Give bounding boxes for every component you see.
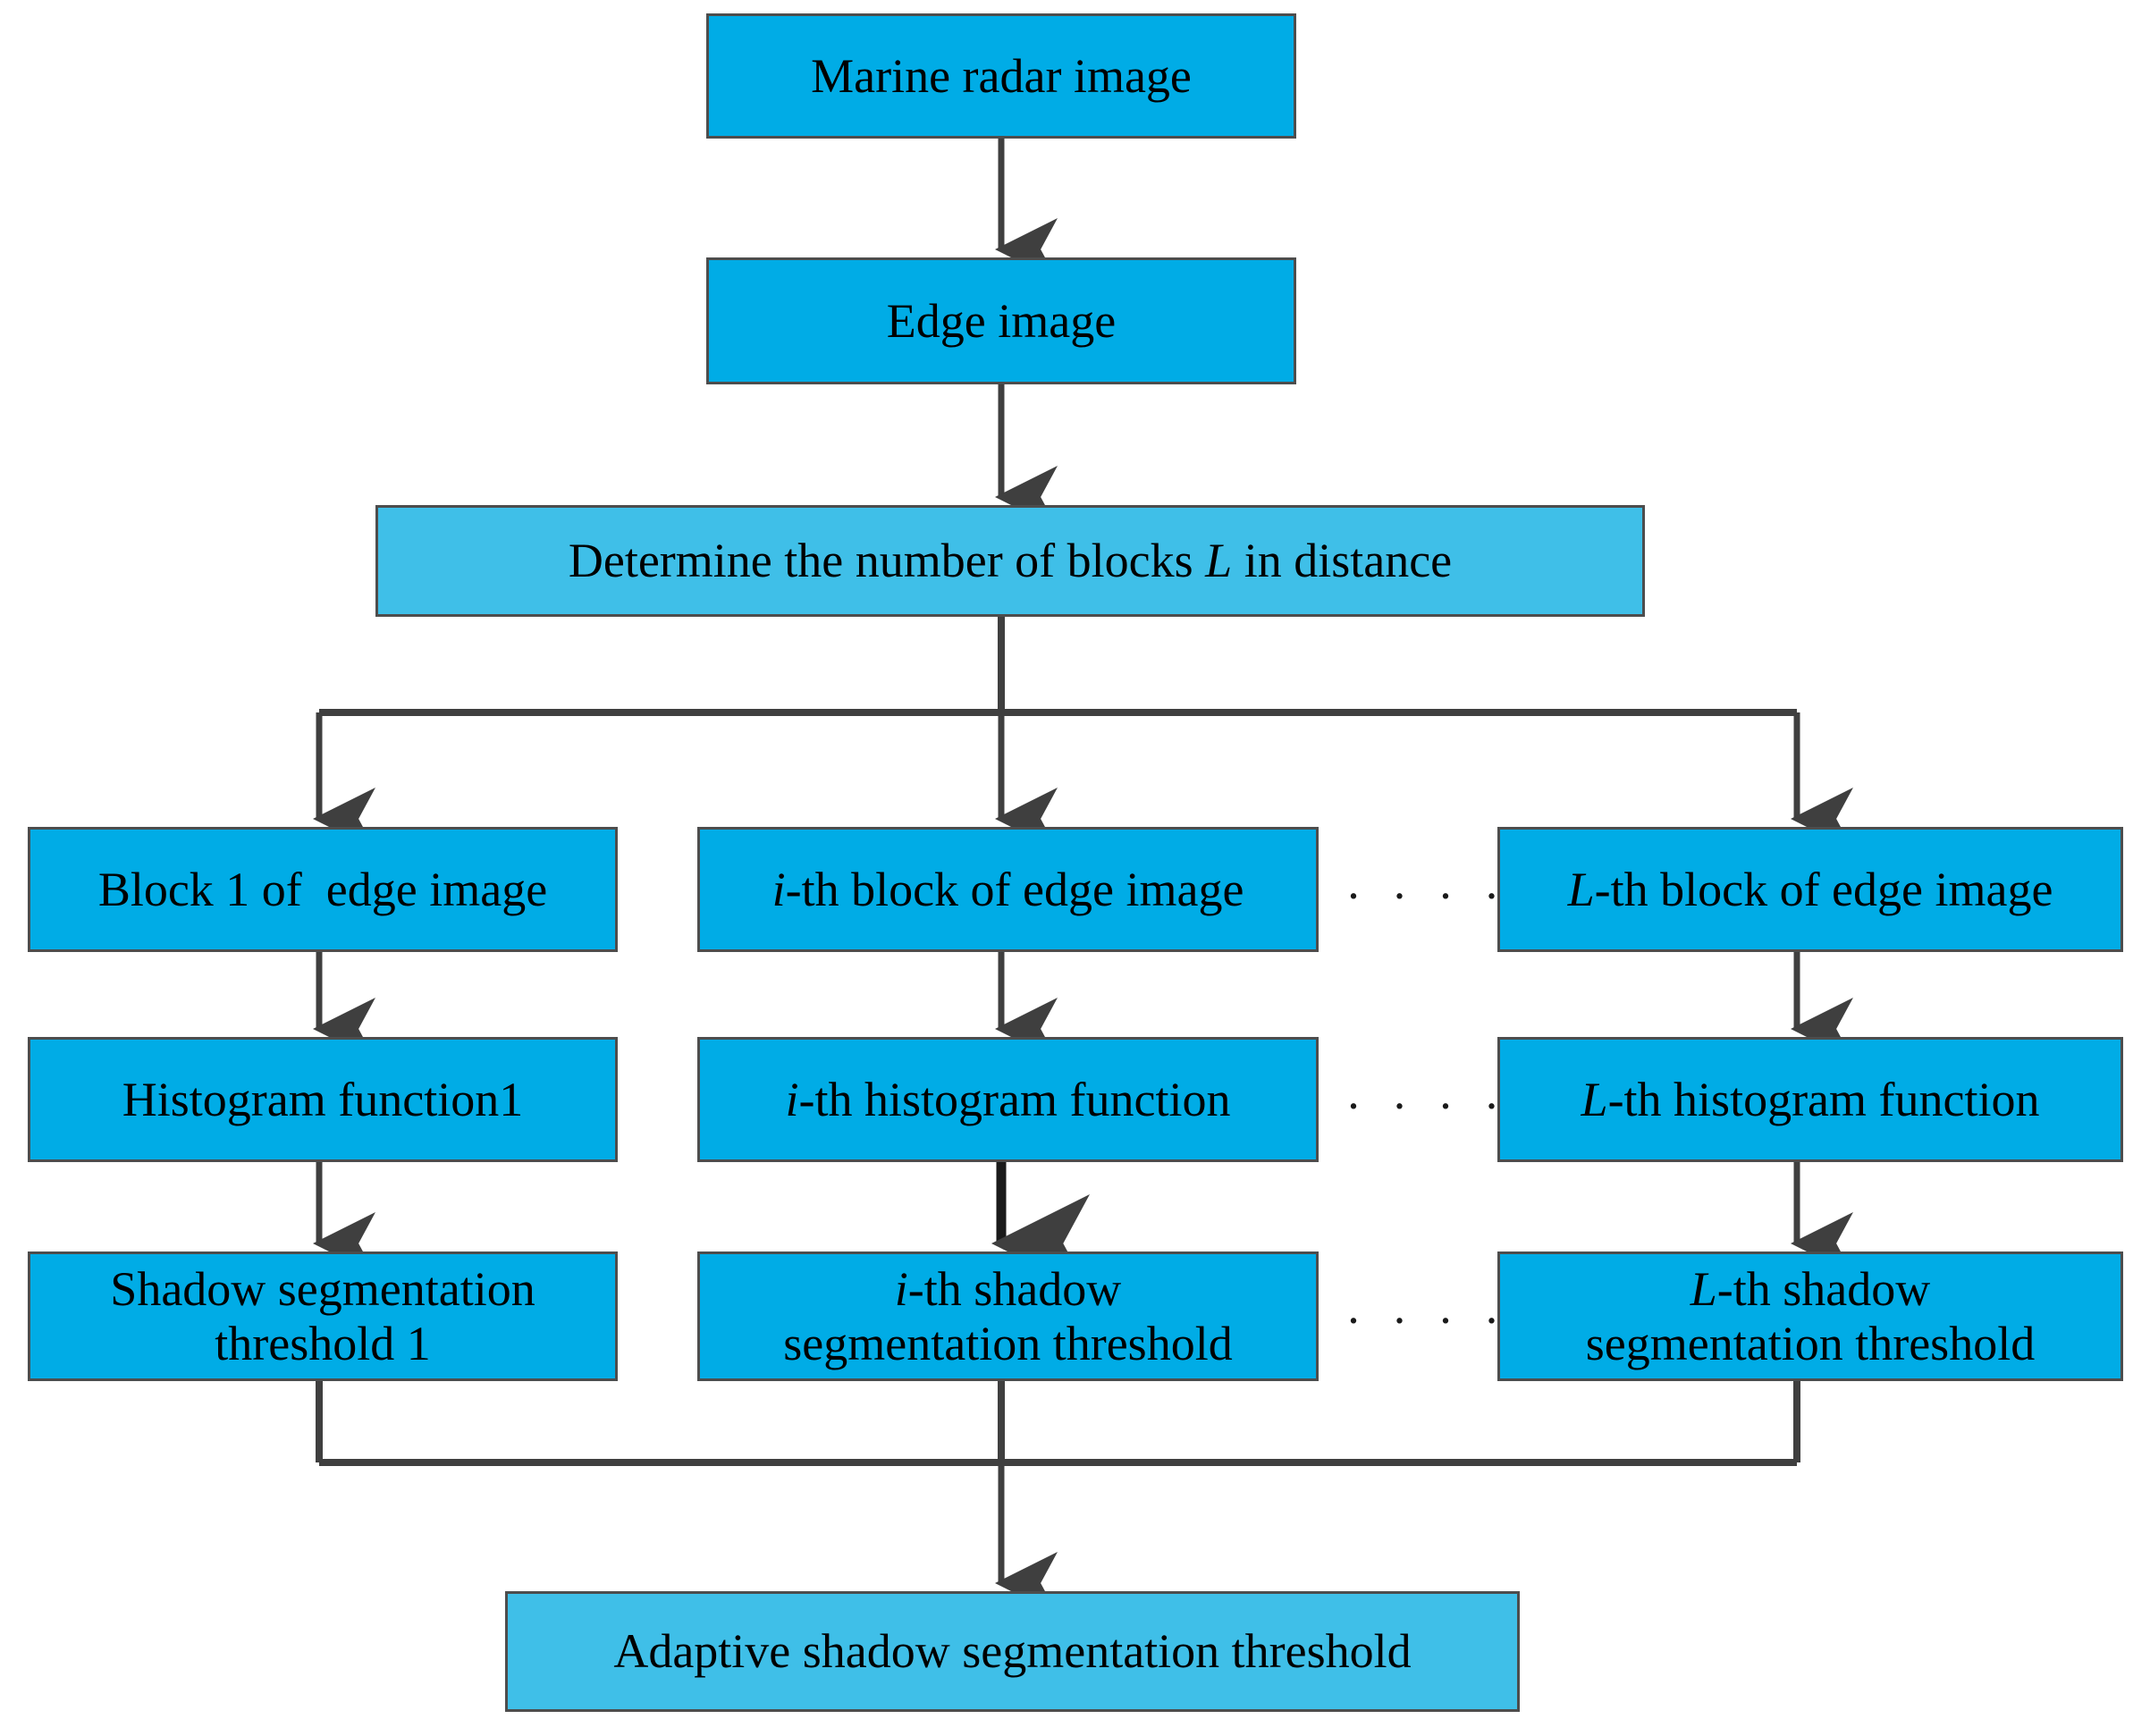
node-label: Edge image (886, 293, 1117, 348)
node-block-1[interactable]: Block 1 of edge image (28, 827, 618, 952)
node-adaptive-threshold[interactable]: Adaptive shadow segmentation threshold (505, 1591, 1520, 1712)
node-label: Determine the number of blocks L in dist… (568, 534, 1453, 588)
variable-i: i (894, 1262, 908, 1317)
node-block-L[interactable]: L-th block of edge image (1497, 827, 2123, 952)
ellipsis-histogram-row: · · · · · · (1345, 1079, 1601, 1133)
node-edge-image[interactable]: Edge image (706, 257, 1296, 384)
node-label: Adaptive shadow segmentation threshold (613, 1624, 1412, 1679)
node-label: Block 1 of edge image (97, 862, 548, 916)
variable-L: L (1205, 534, 1233, 588)
node-label: i-th histogram function (785, 1072, 1231, 1126)
node-marine-radar-image[interactable]: Marine radar image (706, 13, 1296, 139)
node-label: Marine radar image (811, 48, 1192, 103)
node-histogram-1[interactable]: Histogram function1 (28, 1037, 618, 1162)
node-histogram-L[interactable]: L-th histogram function (1497, 1037, 2123, 1162)
node-label: L-th block of edge image (1567, 862, 2053, 916)
node-label: Histogram function1 (122, 1072, 524, 1126)
variable-i: i (785, 1072, 799, 1126)
ellipsis-threshold-row: · · · · · · (1345, 1294, 1601, 1347)
edge-determine-bus (319, 617, 1797, 716)
node-block-i[interactable]: i-th block of edge image (697, 827, 1319, 952)
variable-i: i (771, 862, 786, 916)
node-determine-blocks[interactable]: Determine the number of blocks L in dist… (375, 505, 1645, 617)
edge-threshold-merge-bus (316, 1381, 1800, 1466)
variable-L: L (1690, 1262, 1717, 1317)
node-label: i-th block of edge image (771, 862, 1244, 916)
variable-L: L (1567, 862, 1595, 916)
node-label: L-th histogram function (1581, 1072, 2040, 1126)
variable-L: L (1581, 1072, 1608, 1126)
ellipsis-block-row: · · · · · · (1345, 869, 1601, 923)
node-histogram-i[interactable]: i-th histogram function (697, 1037, 1319, 1162)
